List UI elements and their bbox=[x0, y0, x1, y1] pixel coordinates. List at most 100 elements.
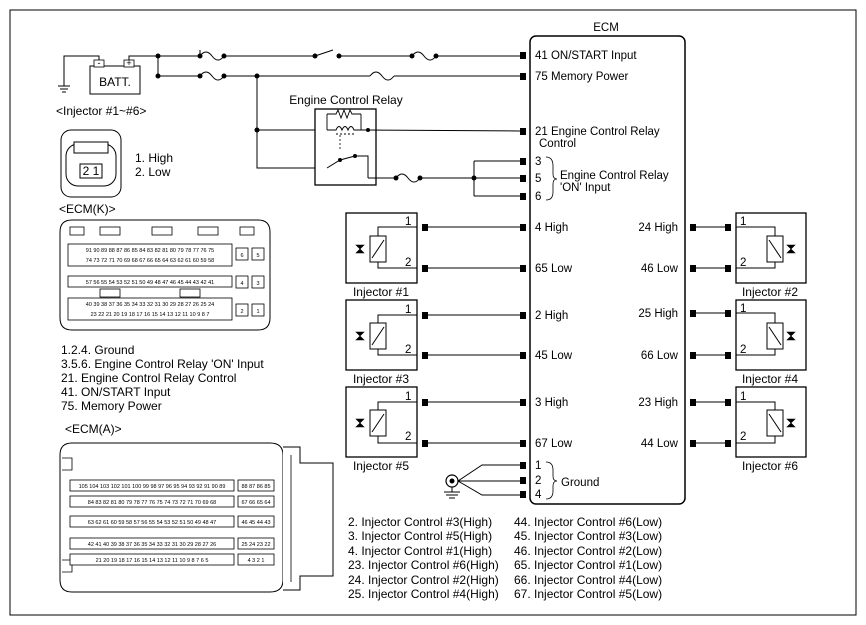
ecm-k-connector: <ECM(K)> 91 90 89 88 87 86 85 84 83 82 8… bbox=[59, 202, 271, 413]
ecm-a-title: <ECM(A)> bbox=[65, 422, 122, 436]
ecm-a-legend-left-3: 4. Injector Control #1(High) bbox=[348, 544, 492, 558]
injector-1-label: Injector #1 bbox=[353, 285, 409, 299]
ecm-module: ECM 41 ON/START I bbox=[520, 22, 696, 505]
ecm-a-legend-left-4: 23. Injector Control #6(High) bbox=[348, 558, 499, 572]
ecm-k-side-1: 1 bbox=[256, 309, 259, 315]
on-input-brace bbox=[545, 156, 558, 201]
ecm-left-pins bbox=[520, 52, 526, 498]
injector-connector-pins: 2 1 bbox=[83, 164, 100, 178]
battery-plus-label: + bbox=[126, 58, 131, 68]
injector-4-pin-1: 1 bbox=[740, 303, 746, 315]
ecm-a-legend-right-2: 45. Injector Control #3(Low) bbox=[514, 529, 662, 543]
ecm-k-legend-3: 21. Engine Control Relay Control bbox=[61, 371, 236, 385]
ecm-pin-5-label: 5 bbox=[535, 173, 541, 185]
injector-6-pin-1: 1 bbox=[740, 391, 746, 403]
ground-brace bbox=[545, 461, 558, 500]
injector-valve-icon bbox=[355, 331, 365, 341]
injector-valve-icon bbox=[355, 418, 365, 428]
ecm-pin-21-label-2: Control bbox=[539, 138, 576, 150]
battery-ground-icon bbox=[58, 55, 100, 93]
ecm-pin-23-label: 23 High bbox=[638, 397, 678, 409]
injector-connector: <Injector #1~#6> 2 1 1. High 2. Low bbox=[56, 104, 173, 198]
ecm-k-side-4: 4 bbox=[240, 281, 243, 287]
battery: - + BATT. bbox=[89, 58, 141, 95]
ecm-a-row4-side: 25 24 23 22 bbox=[241, 542, 270, 548]
ecm-pin-41-label: 41 ON/START Input bbox=[535, 50, 637, 62]
injector-connector-title: <Injector #1~#6> bbox=[56, 104, 146, 118]
injector-valve-icon bbox=[786, 244, 796, 254]
ecm-pin-6-label: 6 bbox=[535, 191, 541, 203]
ecm-k-legend-1: 1.2.4. Ground bbox=[61, 343, 134, 357]
ecm-pin-g1-label: 1 bbox=[535, 460, 541, 472]
ecm-a-row5-side: 4 3 2 1 bbox=[248, 558, 265, 564]
ground-icon bbox=[444, 487, 460, 499]
ecm-a-row3: 63 62 61 60 59 58 57 56 55 54 53 52 51 5… bbox=[88, 520, 216, 526]
ecm-k-row1: 91 90 89 88 87 86 85 84 83 82 81 80 79 7… bbox=[86, 248, 214, 254]
injector-connector-legend-1: 1. High bbox=[135, 151, 173, 165]
injector-2-pin-1: 1 bbox=[740, 216, 746, 228]
injector-5-pin-1: 1 bbox=[405, 391, 411, 403]
injector-valve-icon bbox=[786, 331, 796, 341]
ecm-right-pins bbox=[690, 224, 696, 447]
injector-1: 1 2 Injector #1 bbox=[345, 212, 520, 299]
injector-2-pin-2: 2 bbox=[740, 257, 746, 269]
ecm-pin-g2-label: 2 bbox=[535, 475, 541, 487]
ecm-a-connector: <ECM(A)> 105 104 103 102 101 100 99 98 9… bbox=[59, 422, 334, 593]
on-input-label: Engine Control Relay bbox=[560, 170, 669, 182]
ecm-pin-67-label: 67 Low bbox=[535, 438, 573, 450]
ecm-a-legend-left-2: 3. Injector Control #5(High) bbox=[348, 529, 492, 543]
ecm-title: ECM bbox=[593, 22, 619, 34]
diagram-frame bbox=[9, 9, 857, 616]
injector-6: 1 2 Injector #6 bbox=[696, 386, 807, 473]
ecm-k-row2: 74 73 72 71 70 69 68 67 66 65 64 63 62 6… bbox=[86, 258, 214, 264]
injector-valve-icon bbox=[355, 244, 365, 254]
ecm-box bbox=[529, 35, 686, 505]
ecm-a-legend-right-1: 44. Injector Control #6(Low) bbox=[514, 515, 662, 529]
injector-connector-legend-2: 2. Low bbox=[135, 165, 171, 179]
ecm-k-legend-2: 3.5.6. Engine Control Relay 'ON' Input bbox=[61, 357, 264, 371]
injector-3-label: Injector #3 bbox=[353, 372, 409, 386]
ecm-a-legend-left-5: 24. Injector Control #2(High) bbox=[348, 573, 499, 587]
ecm-a-legend-right-6: 67. Injector Control #5(Low) bbox=[514, 587, 662, 601]
ecm-k-row5: 23 22 21 20 19 18 17 16 15 14 13 12 11 1… bbox=[91, 312, 210, 318]
ecm-k-row4: 40 39 38 37 36 35 34 33 32 31 30 29 28 2… bbox=[86, 302, 214, 308]
ecm-ground-label: Ground bbox=[561, 477, 599, 489]
ecm-pin-g4-label: 4 bbox=[535, 489, 542, 501]
injector-3: 1 2 Injector #3 bbox=[345, 299, 520, 386]
injector-1-pin-2: 2 bbox=[405, 257, 411, 269]
ecm-pin-4-label: 4 High bbox=[535, 222, 568, 234]
power-wire-junctions bbox=[155, 53, 439, 133]
power-wires bbox=[128, 49, 520, 169]
battery-label: BATT. bbox=[99, 75, 131, 89]
ecm-k-side-5: 5 bbox=[256, 253, 259, 259]
ecm-a-row2: 84 83 82 81 80 79 78 77 76 75 74 73 72 7… bbox=[88, 500, 216, 506]
injector-4: 1 2 Injector #4 bbox=[696, 299, 807, 386]
ecm-k-legend-5: 75. Memory Power bbox=[61, 399, 162, 413]
injector-3-pin-1: 1 bbox=[405, 304, 411, 316]
ecm-k-row3: 57 56 55 54 53 52 51 50 49 48 47 46 45 4… bbox=[86, 280, 214, 286]
injector-6-pin-2: 2 bbox=[740, 431, 746, 443]
relay-wire-junctions bbox=[393, 175, 477, 181]
ecm-pin-44-label: 44 Low bbox=[641, 438, 679, 450]
ecm-k-legend-4: 41. ON/START Input bbox=[61, 385, 171, 399]
ecm-pin-25-label: 25 High bbox=[638, 308, 678, 320]
ecm-a-row2-side: 67 66 65 64 bbox=[241, 500, 270, 506]
ecm-a-legend-left-6: 25. Injector Control #4(High) bbox=[348, 587, 499, 601]
injector-1-pin-1: 1 bbox=[405, 216, 411, 228]
injector-2-label: Injector #2 bbox=[742, 285, 798, 299]
injector-3-pin-2: 2 bbox=[405, 344, 411, 356]
relay-label: Engine Control Relay bbox=[289, 93, 402, 107]
injector-4-pin-2: 2 bbox=[740, 344, 746, 356]
ecm-a-legend-right-5: 66. Injector Control #4(Low) bbox=[514, 573, 662, 587]
ecm-k-side-2: 2 bbox=[240, 309, 243, 315]
ecm-ground bbox=[444, 464, 520, 499]
relay-wires bbox=[367, 129, 521, 197]
ecm-a-legend-left-1: 2. Injector Control #3(High) bbox=[348, 515, 492, 529]
injector-6-label: Injector #6 bbox=[742, 459, 798, 473]
injector-4-label: Injector #4 bbox=[742, 372, 798, 386]
battery-box bbox=[89, 65, 141, 95]
ecm-a-legend-right-4: 65. Injector Control #1(Low) bbox=[514, 558, 662, 572]
injector-5-pin-2: 2 bbox=[405, 431, 411, 443]
ecm-pin-24-label: 24 High bbox=[638, 222, 678, 234]
